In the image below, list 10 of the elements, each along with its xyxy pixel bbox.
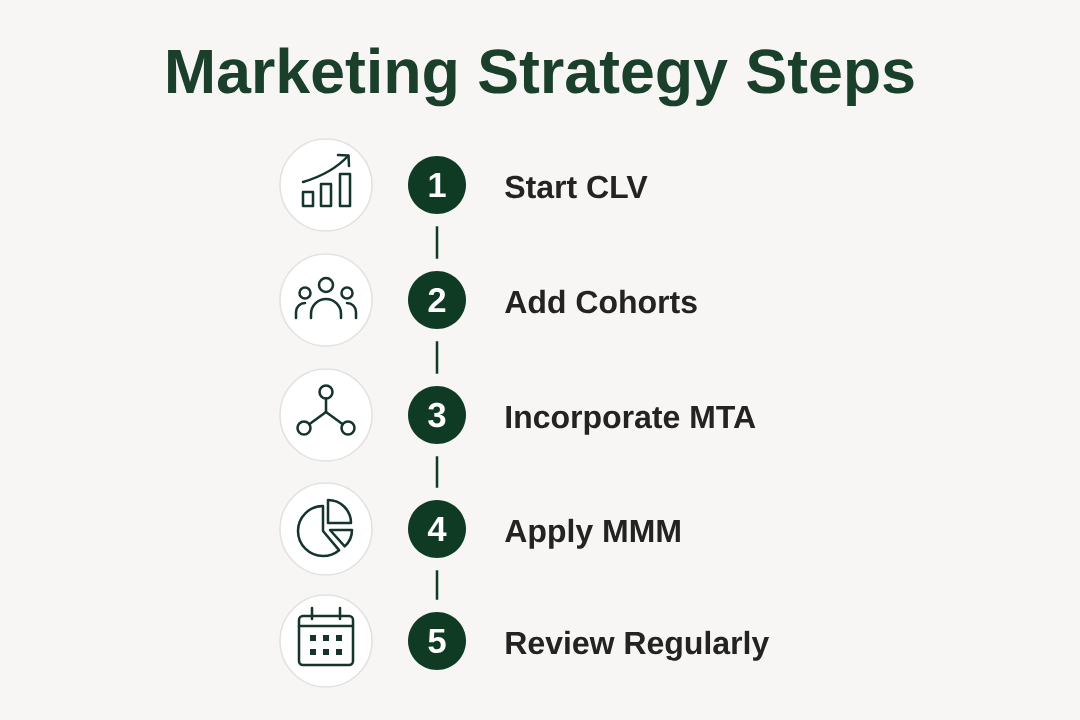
connector-line — [435, 456, 439, 488]
step-label: Review Regularly — [506, 630, 770, 661]
step-label: Apply MMM — [505, 518, 680, 549]
step-label: Start CLV — [505, 175, 648, 199]
connector-line — [435, 570, 439, 600]
step-label: Add Cohorts — [505, 289, 697, 314]
step-label: Incorporate MTA — [506, 406, 756, 435]
connector-line — [435, 341, 439, 374]
title: Marketing Strategy Steps — [168, 47, 914, 107]
connector-line — [435, 226, 439, 259]
